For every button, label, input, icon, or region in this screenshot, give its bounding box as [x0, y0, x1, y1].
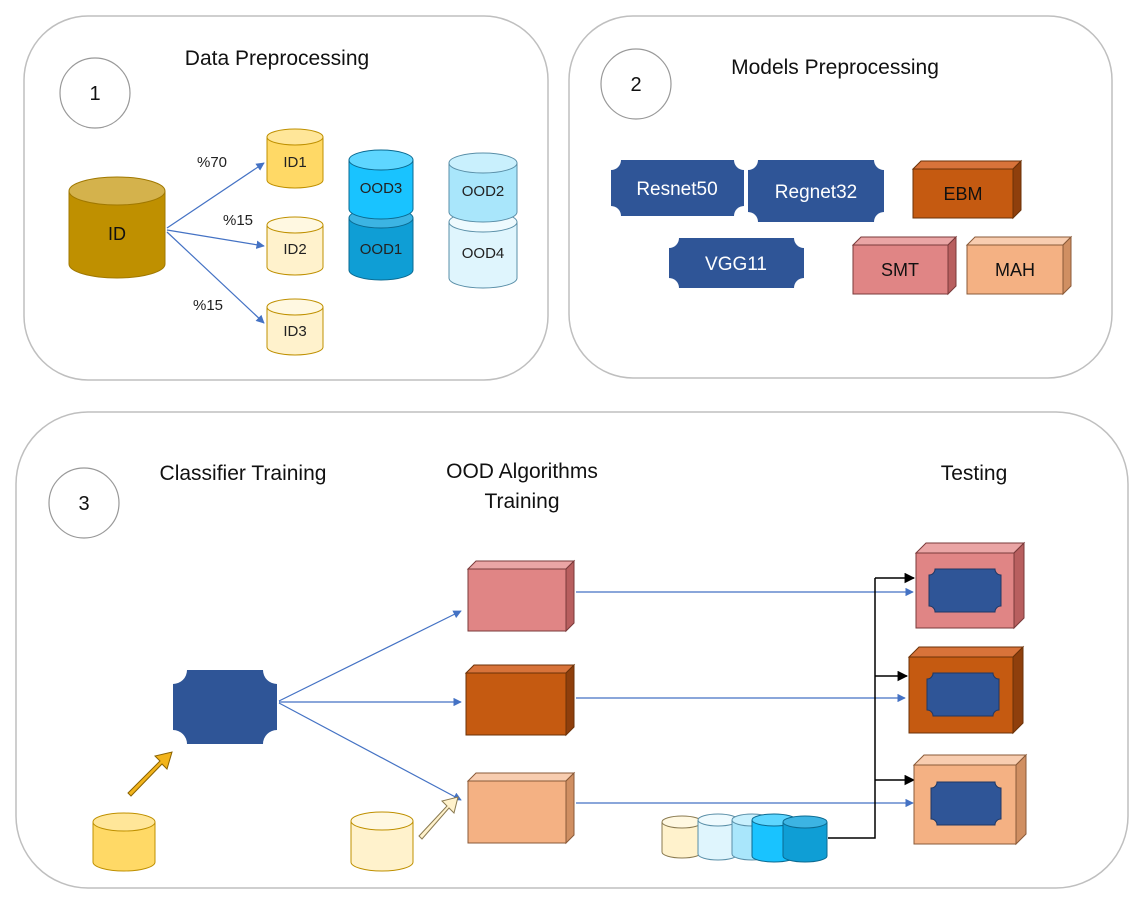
- train-box-smt: [466, 559, 576, 633]
- step-number: 1: [89, 83, 100, 105]
- split-arrow-id2: [166, 229, 265, 249]
- classifier-model-plaque: [173, 670, 277, 744]
- test-data-cylinders: [661, 813, 828, 863]
- panel-models-preprocessing: 2 Models Preprocessing Resnet50 Regnet32…: [568, 15, 1113, 379]
- train-box-mah: [466, 771, 576, 845]
- model-label: Regnet32: [775, 182, 857, 203]
- train-arrow-icon: [127, 751, 173, 797]
- id1-label: ID1: [283, 154, 306, 171]
- ood3-label: OOD3: [360, 180, 403, 197]
- split-pct-70: %70: [197, 154, 227, 171]
- split-arrow-id1: [166, 162, 265, 229]
- step-number: 2: [630, 74, 641, 96]
- panel-data-preprocessing: 1 Data Preprocessing ID %70 %15 %15 ID1 …: [23, 15, 549, 381]
- panel-title: Data Preprocessing: [185, 47, 369, 70]
- id3-cylinder: ID3: [266, 298, 324, 356]
- panel-training-testing: 3 Classifier Training OOD Algorithms Tra…: [15, 411, 1129, 889]
- split-pct-15-a: %15: [223, 212, 253, 229]
- ood-training-title-line2: Training: [484, 490, 559, 513]
- ood2-label: OOD2: [462, 183, 505, 200]
- testing-title: Testing: [941, 462, 1008, 485]
- ood4-label: OOD4: [462, 245, 505, 262]
- algorithm-label: EBM: [943, 184, 982, 204]
- model-regnet32: Regnet32: [748, 160, 884, 222]
- classifier-training-title: Classifier Training: [160, 462, 327, 485]
- model-resnet50: Resnet50: [611, 160, 744, 216]
- id-label: ID: [108, 224, 126, 244]
- model-label: VGG11: [705, 254, 767, 275]
- algorithm-smt: SMT: [851, 235, 958, 296]
- model-vgg11: VGG11: [669, 238, 804, 288]
- train-data-cylinder: [92, 812, 156, 872]
- id1-cylinder: ID1: [266, 128, 324, 189]
- ood-train-data-cylinder: [350, 811, 414, 872]
- split-arrow-id3: [166, 231, 265, 324]
- test-box-ebm: [907, 645, 1025, 735]
- ood3-cylinder: OOD3: [348, 149, 414, 220]
- panel-title: Models Preprocessing: [731, 56, 939, 79]
- model-label: Resnet50: [636, 179, 717, 200]
- step-1-badge: 1: [59, 57, 131, 129]
- ood2-cylinder: OOD2: [448, 152, 518, 223]
- ood4-cylinder: OOD4: [448, 211, 518, 289]
- step-2-badge: 2: [600, 48, 672, 120]
- id2-cylinder: ID2: [266, 216, 324, 276]
- algorithm-label: SMT: [881, 260, 919, 280]
- test-id3-cylinder: [661, 815, 703, 859]
- step-number: 3: [78, 493, 89, 515]
- test-ood1-cylinder: [782, 815, 828, 863]
- test-ood4-cylinder: [697, 813, 739, 861]
- arrow-to-smt: [278, 610, 462, 702]
- test-box-mah: [912, 753, 1028, 846]
- train-box-ebm: [464, 663, 576, 737]
- split-pct-15-b: %15: [193, 297, 223, 314]
- ood1-label: OOD1: [360, 241, 403, 258]
- test-data-connector: [828, 578, 876, 839]
- step-3-badge: 3: [48, 467, 120, 539]
- algorithm-ebm: EBM: [911, 159, 1023, 220]
- arrow-to-mah: [278, 702, 462, 801]
- id3-label: ID3: [283, 323, 306, 340]
- test-box-smt: [914, 541, 1026, 630]
- algorithm-mah: MAH: [965, 235, 1073, 296]
- id-dataset-cylinder: ID: [68, 176, 166, 279]
- ood-training-title-line1: OOD Algorithms: [446, 460, 598, 483]
- algorithm-label: MAH: [995, 260, 1035, 280]
- id2-label: ID2: [283, 241, 306, 258]
- ood-train-arrow-icon: [418, 796, 459, 840]
